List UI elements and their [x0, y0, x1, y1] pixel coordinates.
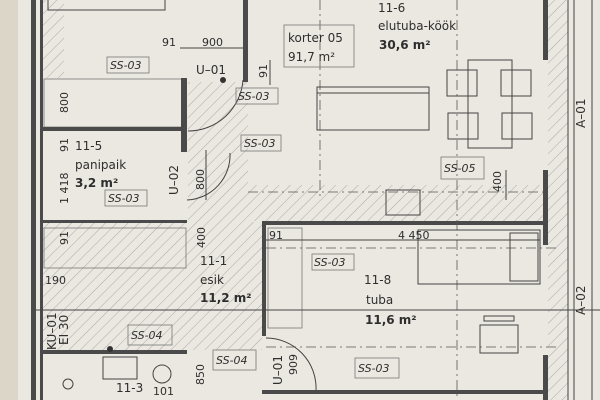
- dimension: 4 450: [398, 229, 430, 242]
- dimension: 101: [153, 385, 174, 398]
- wardrobe-storage: [267, 227, 303, 329]
- interior-wall: [243, 0, 248, 82]
- apartment-box: [283, 24, 355, 68]
- room-name: esik: [200, 273, 224, 287]
- tag-ss-04: SS-04: [216, 354, 248, 367]
- tag-ss-03: SS-03: [110, 59, 142, 72]
- dimension: 1 418: [58, 173, 71, 205]
- axis-label: A–01: [574, 99, 588, 128]
- exterior-wall-left: [31, 0, 36, 400]
- dimension: 190: [45, 274, 66, 287]
- dimension: 900: [202, 36, 223, 49]
- room-name: elutuba-köök: [378, 19, 456, 33]
- dimension: 91: [162, 36, 176, 49]
- wardrobe-storage: [43, 227, 187, 269]
- desk-chair: [479, 315, 519, 354]
- dimension: 800: [194, 169, 207, 190]
- bathroom-fixtures: [62, 356, 172, 390]
- dining-table: [446, 59, 533, 149]
- room-name: panipaik: [75, 158, 126, 172]
- room-area: 3,2 m²: [75, 176, 118, 190]
- dimension: 91: [257, 64, 270, 78]
- dimension: 909: [287, 354, 300, 375]
- room-id: 11-6: [378, 1, 405, 15]
- room-name: tuba: [366, 293, 393, 307]
- dimension: 91: [58, 231, 71, 245]
- room-id: 11-8: [364, 273, 391, 287]
- sofa: [316, 86, 430, 131]
- door-swing: [187, 79, 244, 132]
- tag-ss-03: SS-03: [238, 90, 270, 103]
- room-area: 30,6 m²: [379, 38, 431, 52]
- room-area: 11,6 m²: [365, 313, 417, 327]
- tag-ss-03: SS-03: [314, 256, 346, 269]
- tag-ss-03: SS-03: [108, 192, 140, 205]
- dimension: 400: [491, 171, 504, 192]
- door-swing: [186, 152, 231, 201]
- door-label: U–02: [167, 165, 181, 195]
- room-id: 11-3: [116, 381, 143, 395]
- dimension: 91: [269, 229, 283, 242]
- dimension: 800: [58, 92, 71, 113]
- cabinet: [385, 189, 421, 216]
- room-id: 11-1: [200, 254, 227, 268]
- door-swing: [265, 337, 317, 391]
- dimension: 91: [58, 138, 71, 152]
- room-id: 11-5: [75, 139, 102, 153]
- apartment-name: korter 05: [288, 31, 343, 45]
- tag-ss-03: SS-03: [244, 137, 276, 150]
- dimension: 850: [194, 364, 207, 385]
- tag-ss-05: SS-05: [444, 162, 476, 175]
- axis-label: A–02: [574, 286, 588, 315]
- room-area: 11,2 m²: [200, 291, 252, 305]
- tag-ss-04: SS-04: [131, 329, 163, 342]
- tag-ss-03: SS-03: [358, 362, 390, 375]
- door-label: U–01: [196, 63, 226, 77]
- apartment-area: 91,7 m²: [288, 50, 335, 64]
- door-label: U–01: [271, 355, 285, 385]
- bed: [417, 229, 541, 285]
- fire-rating-label: EI 30: [57, 315, 71, 345]
- dimension: 400: [195, 227, 208, 248]
- fire-door-label: KU–01: [45, 312, 59, 350]
